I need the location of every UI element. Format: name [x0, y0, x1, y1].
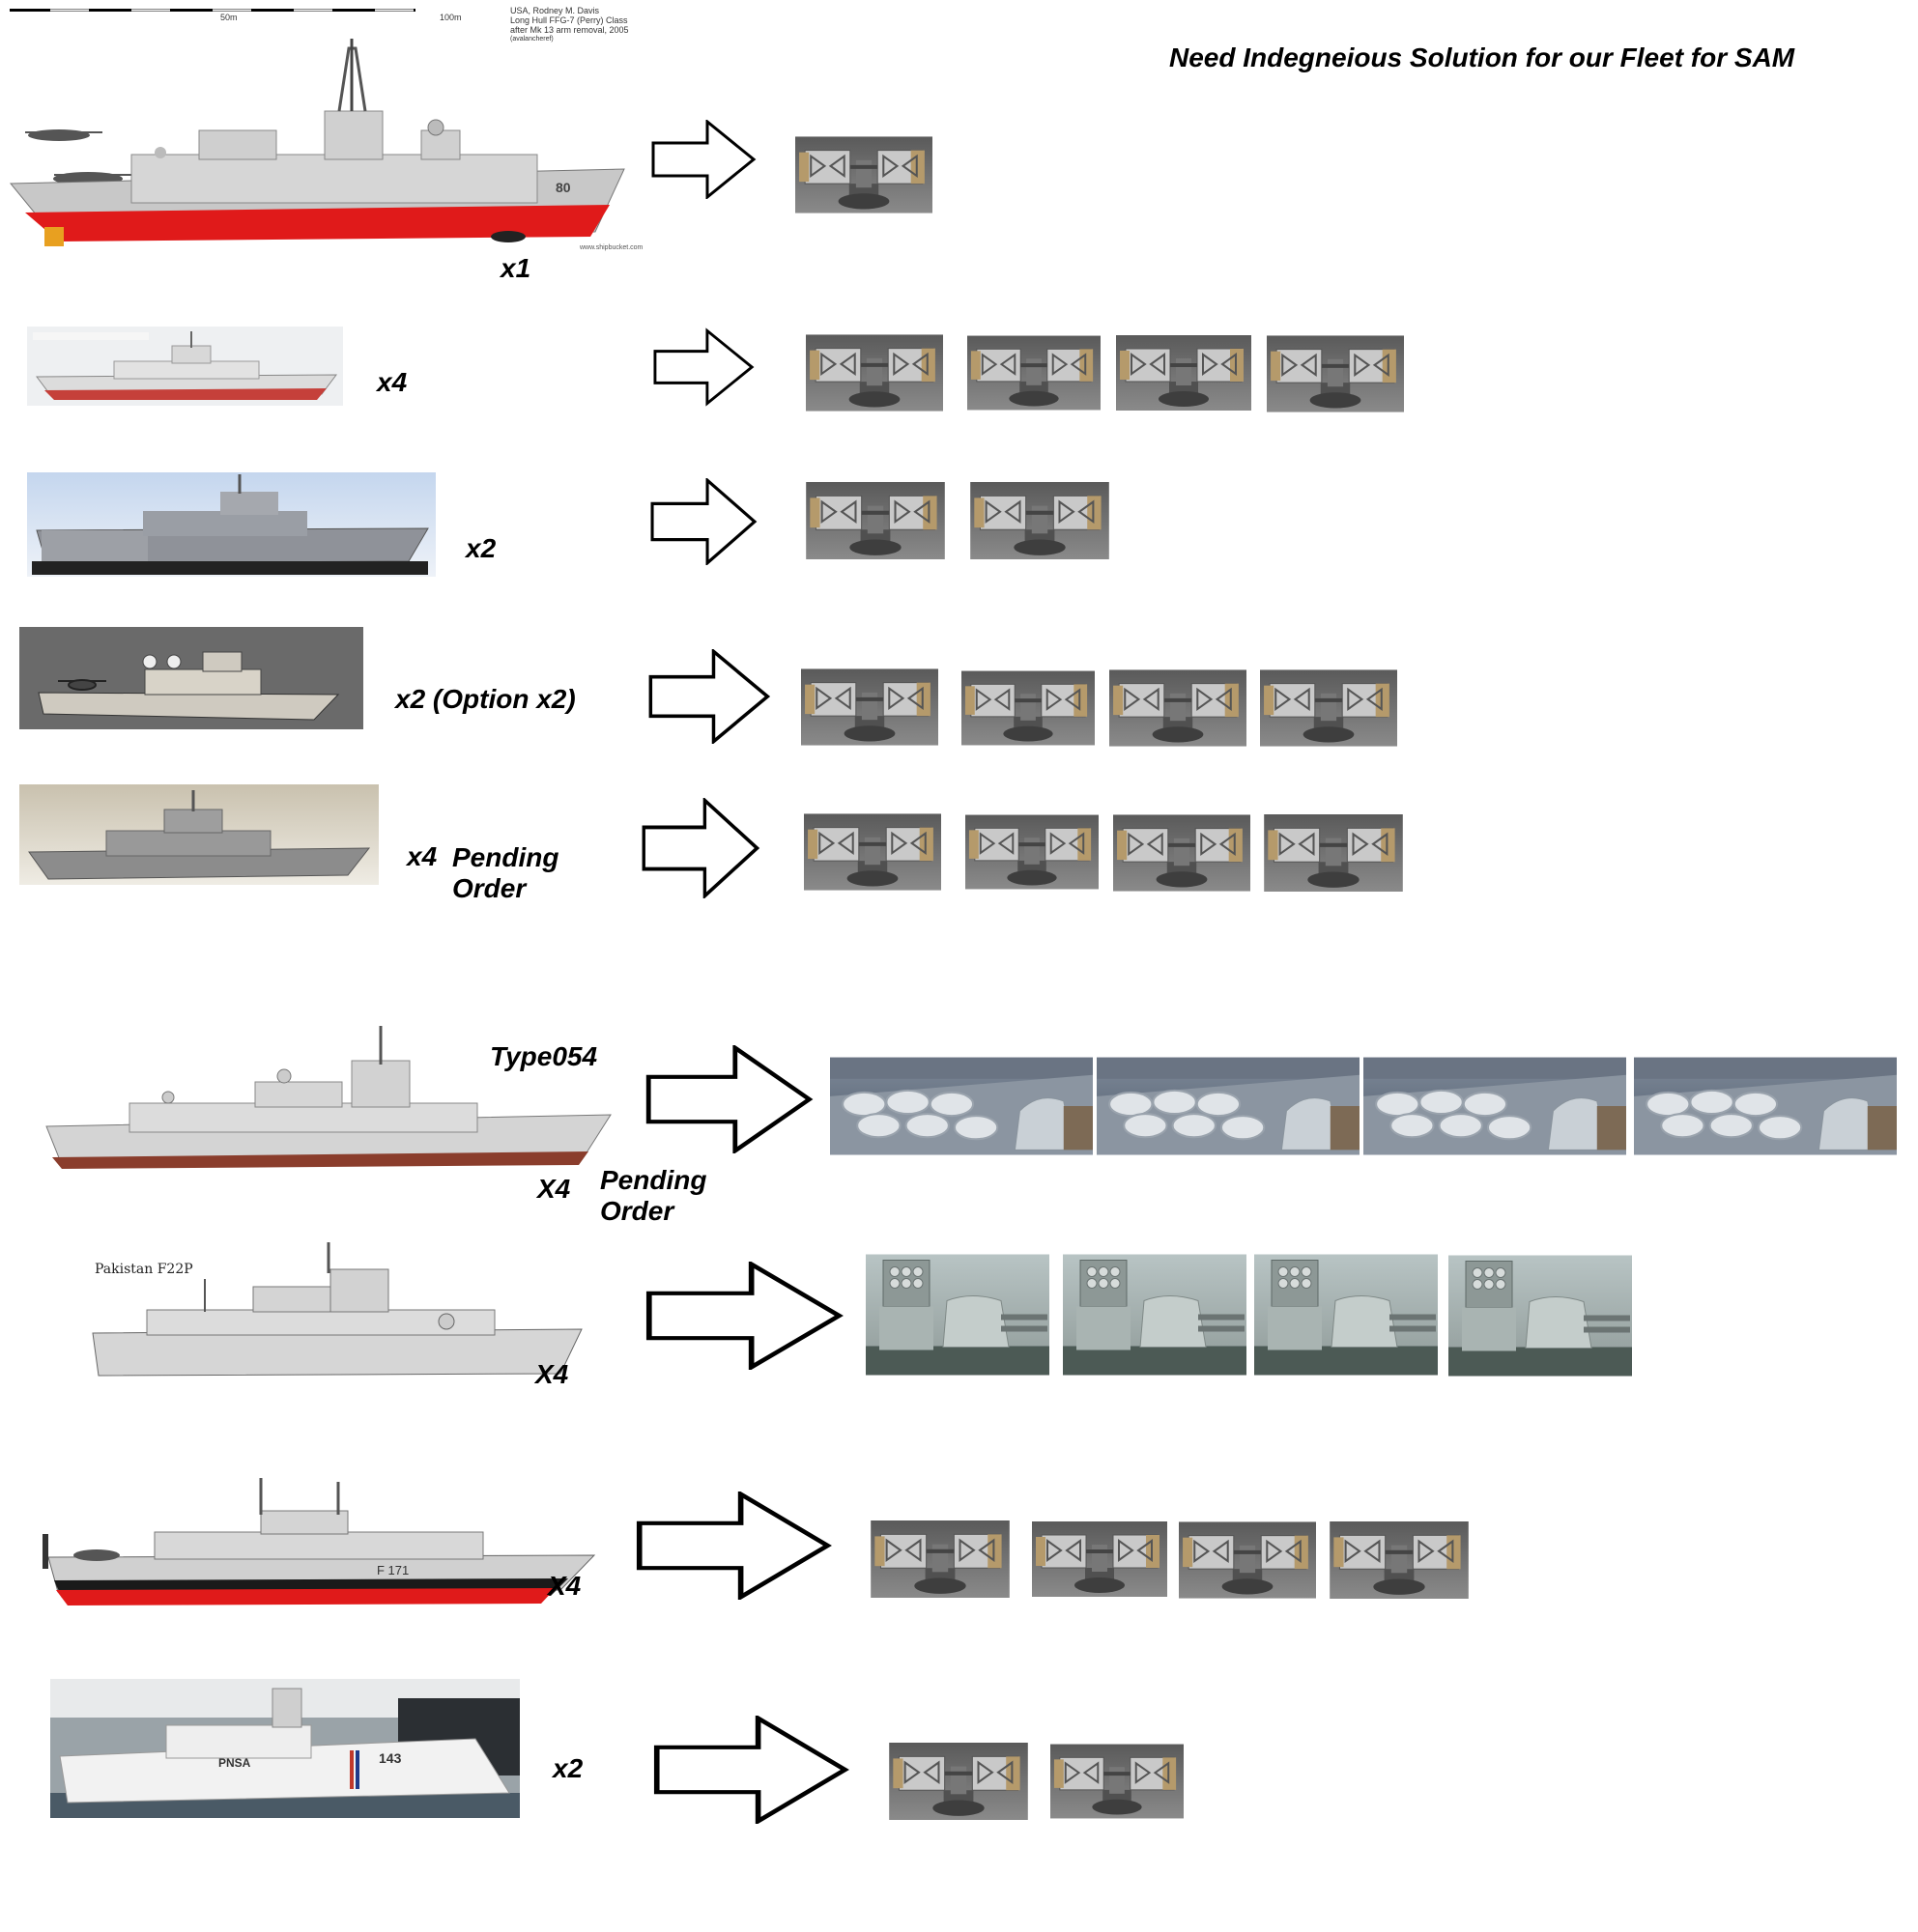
- arrow-right-icon: [642, 798, 761, 898]
- box-launcher-image: [961, 669, 1095, 747]
- hull-name: PNSA: [218, 1756, 251, 1770]
- box-launcher-image: [1109, 669, 1246, 747]
- box-launcher-image: [970, 482, 1109, 559]
- box-launcher-image: [965, 813, 1099, 891]
- ship-drawing-f22p: [89, 1240, 591, 1378]
- box-launcher-image: [1032, 1520, 1167, 1598]
- vertical-launch-cells-image: [830, 1057, 1093, 1155]
- quantity-label: X4: [548, 1571, 582, 1601]
- quantity-label: x4: [407, 841, 438, 871]
- arrow-right-icon: [653, 1716, 852, 1824]
- arrow-right-icon: [645, 1045, 816, 1153]
- ship-drawing-f171: [39, 1476, 599, 1607]
- arrow-right-icon: [651, 120, 758, 199]
- box-launcher-image: [804, 813, 941, 891]
- ship-drawing-type054: [43, 1022, 615, 1175]
- arrow-right-icon: [636, 1492, 835, 1600]
- box-launcher-image: [801, 668, 938, 746]
- hull-number: F 171: [377, 1563, 410, 1577]
- box-launcher-image: [795, 136, 932, 213]
- quantity-label: x4: [377, 367, 408, 397]
- vertical-launch-cells-image: [1634, 1057, 1897, 1155]
- caption-line-3: after Mk 13 arm removal, 2005: [510, 25, 629, 35]
- ship-name-label: Pakistan F22P: [95, 1262, 193, 1277]
- arrow-right-icon: [645, 1262, 846, 1370]
- turret-launcher-image: [866, 1254, 1049, 1376]
- drawing-caption: USA, Rodney M. Davis Long Hull FFG-7 (Pe…: [510, 6, 665, 44]
- caption-line-2: Long Hull FFG-7 (Perry) Class: [510, 15, 628, 25]
- vertical-launch-cells-image: [1097, 1057, 1360, 1155]
- pending-note-line-2: Order: [600, 1196, 674, 1226]
- page-title: Need Indegneious Solution for our Fleet …: [1169, 43, 1795, 72]
- caption-line-1: USA, Rodney M. Davis: [510, 6, 600, 15]
- box-launcher-image: [1260, 669, 1397, 747]
- box-launcher-image: [806, 482, 945, 559]
- box-launcher-image: [871, 1520, 1010, 1598]
- hull-number: 80: [556, 180, 571, 195]
- scale-bar: [10, 6, 464, 19]
- scale-100-label: 100m: [440, 13, 462, 22]
- vertical-launch-cells-image: [1363, 1057, 1626, 1155]
- caption-line-4: (avalancheref): [510, 36, 554, 43]
- box-launcher-image: [967, 334, 1101, 412]
- box-launcher-image: [889, 1743, 1028, 1820]
- quantity-label: x2 (Option x2): [395, 684, 576, 714]
- quantity-label: x2: [553, 1753, 584, 1783]
- box-launcher-image: [806, 334, 943, 412]
- box-launcher-image: [1050, 1743, 1184, 1820]
- turret-launcher-image: [1448, 1255, 1632, 1377]
- box-launcher-image: [1179, 1521, 1316, 1599]
- arrow-right-icon: [650, 478, 759, 565]
- turret-launcher-image: [1254, 1254, 1438, 1376]
- pending-note-line-1: Pending: [600, 1165, 707, 1195]
- ship-image-opv: [27, 472, 436, 577]
- hull-number: 143: [379, 1750, 402, 1766]
- box-launcher-image: [1330, 1521, 1469, 1599]
- ship-class-label: Type054: [490, 1041, 598, 1071]
- box-launcher-image: [1116, 334, 1251, 412]
- turret-launcher-image: [1063, 1254, 1246, 1376]
- quantity-label: X4: [535, 1359, 569, 1389]
- quantity-label: x2: [466, 533, 497, 563]
- scale-50-label: 50m: [220, 13, 238, 22]
- box-launcher-image: [1264, 814, 1403, 892]
- arrow-right-icon: [653, 327, 756, 408]
- ship-image-corvette: [27, 327, 343, 406]
- quantity-label: X4: [537, 1174, 571, 1204]
- ship-drawing-ffg7: [6, 39, 663, 251]
- arrow-right-icon: [648, 649, 772, 744]
- ship-render-frigate: [19, 784, 379, 885]
- ship-render-patrol-vessel: [19, 627, 363, 729]
- watermark-text: www.shipbucket.com: [580, 244, 644, 251]
- ship-photo-pnsa-143: [50, 1679, 520, 1818]
- pending-note-line-2: Order: [452, 873, 527, 903]
- box-launcher-image: [1113, 814, 1250, 892]
- quantity-label: x1: [501, 253, 531, 283]
- box-launcher-image: [1267, 335, 1404, 412]
- pending-note-line-1: Pending: [452, 842, 559, 872]
